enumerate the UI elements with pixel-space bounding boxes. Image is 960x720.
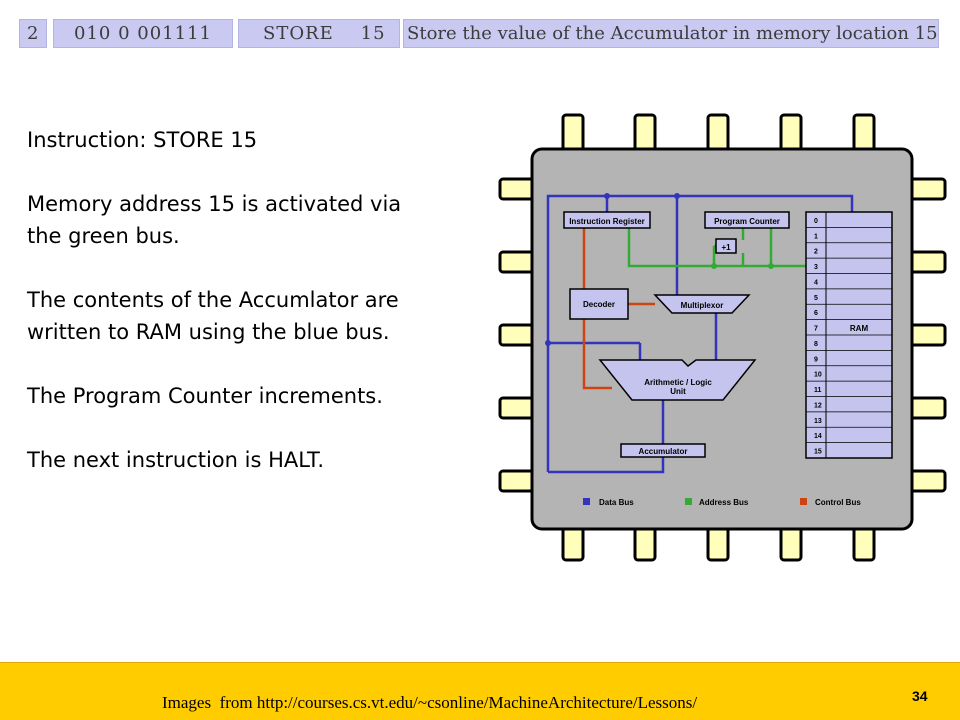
- ram-address-label: 1: [814, 233, 818, 240]
- address-bus-swatch: [685, 498, 692, 505]
- ram-address-label: 12: [814, 402, 822, 409]
- ram-address-label: 10: [814, 372, 822, 379]
- data-bus-swatch: [583, 498, 590, 505]
- multiplexor: Multiplexor: [653, 294, 751, 314]
- ram-address-label: 11: [814, 387, 822, 394]
- instruction-line: Instruction: STORE 15: [27, 128, 258, 152]
- next-instruction-line: The next instruction is HALT.: [27, 448, 325, 472]
- ram-address-label: 3: [814, 264, 818, 271]
- ram-address-label: 14: [814, 433, 822, 440]
- chip-pins: [498, 113, 947, 562]
- ram-address-label: 0: [814, 218, 818, 225]
- svg-text:Arithmetic / Logic: Arithmetic / Logic: [644, 378, 712, 387]
- ram-address-label: 13: [814, 418, 822, 425]
- instruction-address-cell: 2: [19, 19, 47, 48]
- pc-line: The Program Counter increments.: [27, 384, 383, 408]
- accumulator: Accumulator: [620, 443, 706, 458]
- ram-address-label: 6: [814, 310, 818, 317]
- address-bus-label: Address Bus: [699, 498, 749, 507]
- ram-address-label: 2: [814, 249, 818, 256]
- instruction-register: Instruction Register: [563, 211, 651, 229]
- instruction-mnemonic-cell: STORE 15: [238, 19, 400, 48]
- image-credit: Images from http://courses.cs.vt.edu/~cs…: [162, 693, 698, 712]
- svg-text:RAM: RAM: [850, 324, 869, 333]
- decoder: Decoder: [569, 288, 629, 320]
- svg-text:Decoder: Decoder: [583, 300, 615, 309]
- svg-text:Instruction Register: Instruction Register: [569, 217, 645, 226]
- svg-text:Unit: Unit: [670, 387, 686, 396]
- ram-address-label: 15: [814, 449, 822, 456]
- data-bus-label: Data Bus: [599, 498, 634, 507]
- control-bus-swatch: [800, 498, 807, 505]
- cpu-diagram: Instruction Register Program Counter +1 …: [498, 113, 947, 562]
- page-number: 34: [912, 688, 928, 704]
- control-bus-label: Control Bus: [815, 498, 861, 507]
- ram-address-label: 5: [814, 295, 818, 302]
- ram-address-label: 9: [814, 356, 818, 363]
- svg-text:Program Counter: Program Counter: [714, 217, 780, 226]
- alu: Arithmetic / Logic Unit: [598, 359, 757, 401]
- svg-text:Multiplexor: Multiplexor: [681, 301, 724, 310]
- ram-address-label: 7: [814, 326, 818, 333]
- footer-bar: [0, 662, 960, 720]
- svg-text:Accumulator: Accumulator: [639, 447, 688, 456]
- bus-legend: Data Bus Address Bus Control Bus: [583, 498, 861, 507]
- instruction-binary-cell: 010 0 001111: [53, 19, 233, 48]
- ram-address-label: 8: [814, 341, 818, 348]
- svg-text:+1: +1: [721, 243, 731, 252]
- memory-paragraph: Memory address 15 is activated via the g…: [27, 192, 402, 248]
- instruction-description-cell: Store the value of the Accumulator in me…: [403, 19, 939, 48]
- ram-address-label: 4: [814, 279, 818, 286]
- accumulator-paragraph: The contents of the Accumlator are writt…: [27, 288, 399, 344]
- increment-box: +1: [715, 238, 737, 254]
- explanation-text: Instruction: STORE 15 Memory address 15 …: [27, 124, 507, 508]
- program-counter: Program Counter: [704, 211, 790, 229]
- bus-junctions: [545, 193, 774, 346]
- data-bus-lines: [546, 194, 854, 474]
